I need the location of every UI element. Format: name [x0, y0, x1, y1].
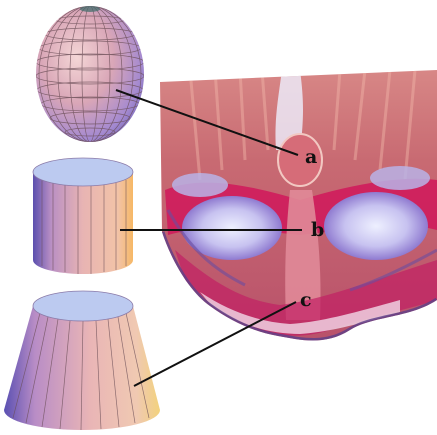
cylinder-model-icon [33, 158, 133, 274]
ellipsoid-model-icon [36, 6, 144, 142]
label-c: c [300, 289, 312, 311]
truncated-cone-model-icon [4, 291, 160, 430]
label-a: a [305, 146, 317, 168]
leader-line-c [134, 302, 296, 386]
tissue-micrograph-image [150, 60, 437, 350]
label-b: b [311, 219, 324, 241]
